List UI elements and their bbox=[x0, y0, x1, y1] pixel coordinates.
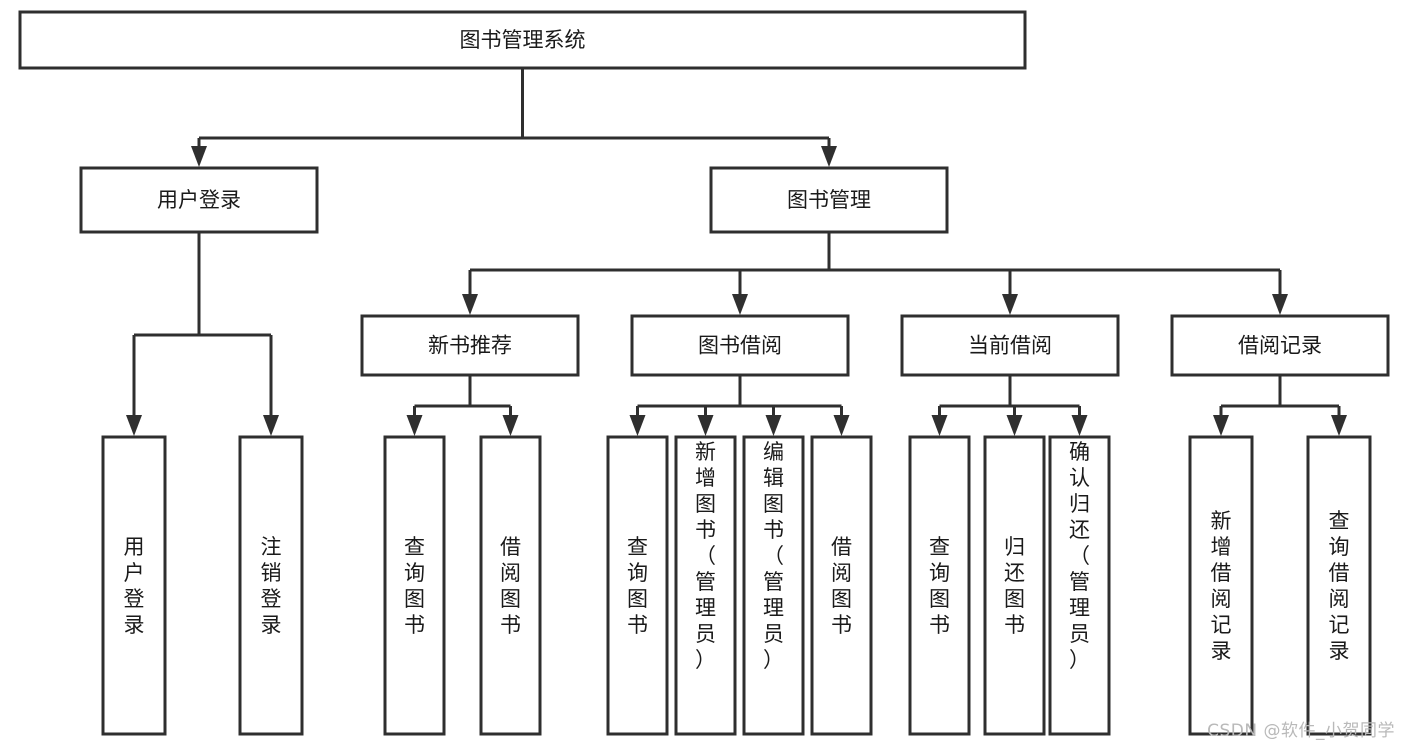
node-label-leaf-user-login: 用户登录 bbox=[124, 535, 145, 637]
arrow-head-icon bbox=[697, 415, 714, 436]
node-box-book-manage[interactable] bbox=[709, 166, 949, 234]
node-leaf-query-book-borrow[interactable]: 查询图书 bbox=[606, 435, 669, 736]
arrow-head-icon bbox=[1002, 294, 1018, 315]
arrow-head-icon bbox=[191, 146, 207, 167]
node-current-borrow[interactable]: 当前借阅 bbox=[900, 314, 1120, 377]
node-label-user-login: 用户登录 bbox=[157, 188, 241, 212]
node-label-leaf-return-book: 归还图书 bbox=[1004, 535, 1025, 637]
arrow-head-icon bbox=[1331, 415, 1347, 436]
watermark-text: CSDN @软件_小贺同学 bbox=[1207, 721, 1395, 741]
node-label-book-manage: 图书管理 bbox=[787, 188, 871, 212]
node-leaf-logout-login[interactable]: 注销登录 bbox=[238, 435, 304, 736]
node-leaf-user-login[interactable]: 用户登录 bbox=[101, 435, 167, 736]
arrow-head-icon bbox=[1071, 415, 1088, 436]
arrow-head-icon bbox=[629, 415, 646, 436]
node-box-leaf-query-book-rec[interactable] bbox=[383, 435, 446, 736]
node-label-leaf-add-borrow-record: 新增借阅记录 bbox=[1211, 509, 1232, 663]
arrow-head-icon bbox=[765, 415, 782, 436]
node-box-leaf-borrow-book-rec[interactable] bbox=[479, 435, 542, 736]
node-leaf-borrow-book-rec[interactable]: 借阅图书 bbox=[479, 435, 542, 736]
arrow-head-icon bbox=[1213, 415, 1229, 436]
node-leaf-return-book[interactable]: 归还图书 bbox=[983, 435, 1046, 736]
node-label-leaf-query-borrow-record: 查询借阅记录 bbox=[1329, 509, 1350, 663]
arrow-head-icon bbox=[833, 415, 850, 436]
node-box-leaf-query-book-current[interactable] bbox=[908, 435, 971, 736]
node-leaf-borrow-book-borrow[interactable]: 借阅图书 bbox=[810, 435, 873, 736]
node-leaf-edit-book-admin[interactable]: 编辑图书（管理员） bbox=[742, 435, 805, 736]
nodes-layer: 图书管理系统用户登录图书管理新书推荐图书借阅当前借阅借阅记录用户登录注销登录查询… bbox=[18, 10, 1390, 736]
node-box-leaf-logout-login[interactable] bbox=[238, 435, 304, 736]
node-label-leaf-query-book-rec: 查询图书 bbox=[404, 535, 425, 637]
node-label-root: 图书管理系统 bbox=[460, 28, 586, 52]
node-box-leaf-add-book-admin[interactable] bbox=[674, 435, 737, 736]
arrow-head-icon bbox=[462, 294, 478, 315]
node-box-current-borrow[interactable] bbox=[900, 314, 1120, 377]
node-label-borrow-record: 借阅记录 bbox=[1238, 334, 1322, 358]
arrow-head-icon bbox=[821, 146, 837, 167]
node-box-leaf-borrow-book-borrow[interactable] bbox=[810, 435, 873, 736]
node-label-book-borrow: 图书借阅 bbox=[698, 334, 782, 358]
node-new-book-rec[interactable]: 新书推荐 bbox=[360, 314, 580, 377]
node-leaf-query-borrow-record[interactable]: 查询借阅记录 bbox=[1306, 435, 1372, 736]
arrow-head-icon bbox=[931, 415, 948, 436]
node-root[interactable]: 图书管理系统 bbox=[18, 10, 1027, 70]
node-label-leaf-edit-book-admin: 编辑图书（管理员） bbox=[763, 440, 784, 672]
arrow-head-icon bbox=[502, 415, 519, 436]
node-leaf-query-book-rec[interactable]: 查询图书 bbox=[383, 435, 446, 736]
node-box-leaf-edit-book-admin[interactable] bbox=[742, 435, 805, 736]
node-box-root[interactable] bbox=[18, 10, 1027, 70]
node-leaf-query-book-current[interactable]: 查询图书 bbox=[908, 435, 971, 736]
arrow-head-icon bbox=[1006, 415, 1023, 436]
edges-layer bbox=[126, 68, 1347, 436]
node-label-leaf-borrow-book-borrow: 借阅图书 bbox=[831, 535, 852, 637]
node-borrow-record[interactable]: 借阅记录 bbox=[1170, 314, 1390, 377]
node-label-current-borrow: 当前借阅 bbox=[968, 334, 1052, 358]
node-user-login[interactable]: 用户登录 bbox=[79, 166, 319, 234]
node-box-book-borrow[interactable] bbox=[630, 314, 850, 377]
arrow-head-icon bbox=[1272, 294, 1288, 315]
node-label-leaf-confirm-return-admin: 确认归还（管理员） bbox=[1069, 440, 1090, 672]
node-box-leaf-add-borrow-record[interactable] bbox=[1188, 435, 1254, 736]
node-label-leaf-logout-login: 注销登录 bbox=[261, 535, 282, 637]
node-leaf-confirm-return-admin[interactable]: 确认归还（管理员） bbox=[1048, 435, 1111, 736]
node-label-leaf-borrow-book-rec: 借阅图书 bbox=[500, 535, 521, 637]
node-box-leaf-return-book[interactable] bbox=[983, 435, 1046, 736]
node-book-manage[interactable]: 图书管理 bbox=[709, 166, 949, 234]
node-box-user-login[interactable] bbox=[79, 166, 319, 234]
arrow-head-icon bbox=[263, 415, 279, 436]
arrow-head-icon bbox=[126, 415, 142, 436]
node-box-borrow-record[interactable] bbox=[1170, 314, 1390, 377]
node-leaf-add-book-admin[interactable]: 新增图书（管理员） bbox=[674, 435, 737, 736]
node-box-leaf-query-book-borrow[interactable] bbox=[606, 435, 669, 736]
node-leaf-add-borrow-record[interactable]: 新增借阅记录 bbox=[1188, 435, 1254, 736]
node-book-borrow[interactable]: 图书借阅 bbox=[630, 314, 850, 377]
node-box-new-book-rec[interactable] bbox=[360, 314, 580, 377]
node-box-leaf-confirm-return-admin[interactable] bbox=[1048, 435, 1111, 736]
node-label-leaf-add-book-admin: 新增图书（管理员） bbox=[695, 440, 716, 672]
node-label-new-book-rec: 新书推荐 bbox=[428, 334, 512, 358]
arrow-head-icon bbox=[406, 415, 423, 436]
node-label-leaf-query-book-borrow: 查询图书 bbox=[627, 535, 648, 637]
node-box-leaf-query-borrow-record[interactable] bbox=[1306, 435, 1372, 736]
node-box-leaf-user-login[interactable] bbox=[101, 435, 167, 736]
arrow-head-icon bbox=[732, 294, 748, 315]
node-label-leaf-query-book-current: 查询图书 bbox=[929, 535, 950, 637]
